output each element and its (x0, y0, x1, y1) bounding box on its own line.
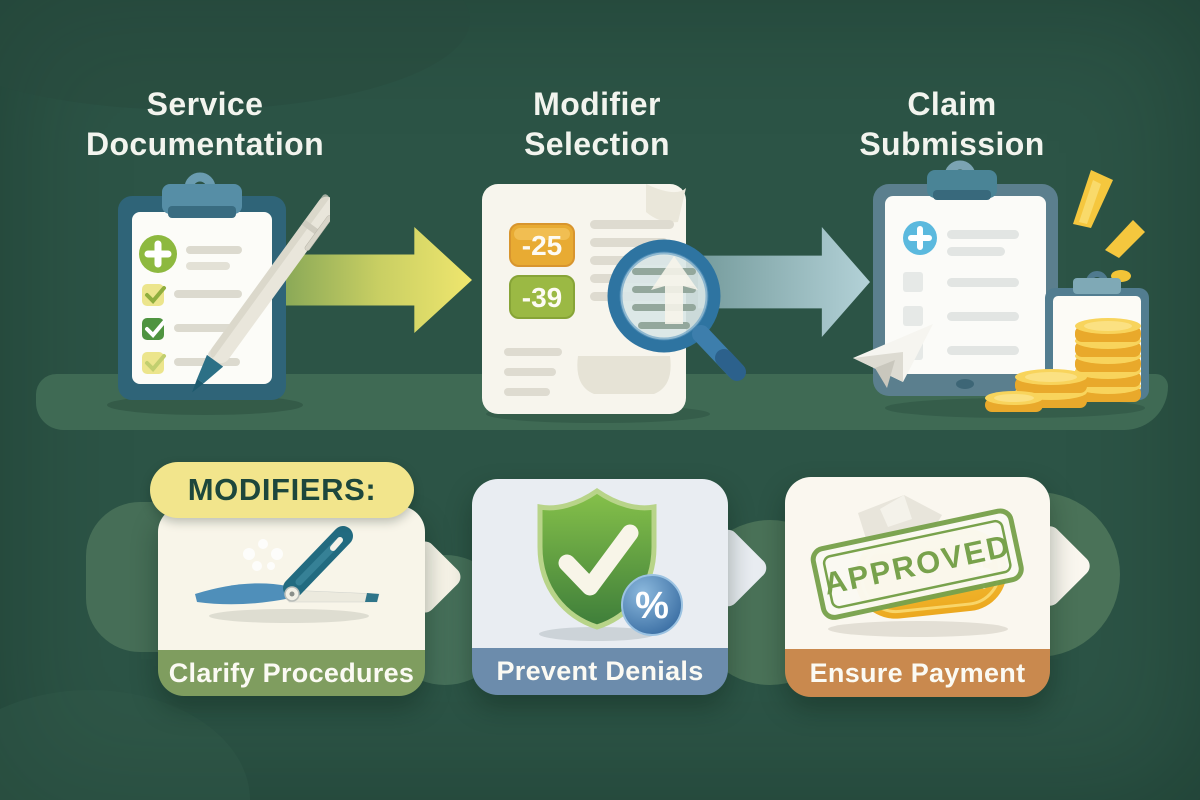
checkbox-row (142, 318, 236, 340)
step-title-line: Submission (859, 126, 1045, 163)
approved-stamp-icon: APPROVED (810, 508, 1024, 620)
sparkle-puff (242, 539, 283, 571)
benefit-card-clarify-procedures: Clarify Procedures (158, 506, 425, 696)
benefit-card-prevent-denials: % Prevent Denials (472, 479, 728, 695)
clipboard-checklist-pen-icon (107, 172, 330, 415)
clipboard-invoice-coins-icon: $ (853, 160, 1149, 418)
medical-cross-icon (139, 235, 177, 273)
percent-symbol: % (635, 585, 669, 627)
medical-cross-icon (903, 221, 937, 255)
document-modifier-codes-magnifier-icon: -25 -39 (482, 184, 746, 423)
benefit-label: Ensure Payment (809, 657, 1026, 688)
percent-circle-icon (621, 573, 683, 636)
card-footer: Ensure Payment (785, 649, 1050, 697)
card-body: $ APPROVED (785, 477, 1050, 649)
flow-arrow-2-icon (698, 227, 870, 337)
home-button (956, 379, 974, 389)
checkmark-icon (558, 524, 639, 595)
modifiers-label-pill: MODIFIERS: (150, 462, 414, 518)
benefit-label: Clarify Procedures (168, 657, 415, 688)
benefit-card-ensure-payment: $ APPROVED Ensure Payment (785, 477, 1050, 697)
modifier-badge-text: -25 (522, 230, 562, 261)
step-title-service-documentation: Service Documentation (45, 84, 365, 165)
shield-check-percent-icon: % (537, 487, 683, 641)
paper-plane-icon (853, 324, 933, 388)
modifier-badge-25: -25 (509, 223, 575, 267)
magnifier-icon (607, 239, 746, 381)
step-title-line: Modifier (533, 86, 661, 122)
pen-icon (192, 194, 330, 393)
modifier-badge-39: -39 (509, 275, 575, 319)
scissors-icon (194, 526, 379, 623)
step-title-line: Documentation (85, 126, 325, 163)
card-footer: Prevent Denials (472, 648, 728, 695)
lens-arrow-highlight (651, 256, 698, 324)
approved-stamp-coin-icon: $ APPROVED (810, 495, 1024, 637)
background-decor-bottom-left (0, 690, 250, 800)
benefit-label: Prevent Denials (496, 656, 704, 686)
step-title-modifier-selection: Modifier Selection (437, 84, 757, 165)
step-title-claim-submission: Claim Submission (792, 84, 1112, 165)
scissor-blade (194, 583, 291, 605)
coin-stack-icon (985, 318, 1141, 412)
document-bowl-shape (577, 356, 671, 394)
burst-sparkles-icon (1073, 170, 1145, 282)
step-title-line: Selection (524, 126, 670, 163)
page-curl (646, 184, 686, 223)
modifiers-label: MODIFIERS: (187, 472, 377, 507)
step-title-line: Service (146, 86, 264, 122)
step-title-line: Claim (907, 86, 997, 122)
card-body: % (472, 479, 728, 648)
checkbox-row (142, 284, 242, 306)
card-footer: Clarify Procedures (158, 650, 425, 696)
card-body (158, 506, 425, 650)
modifier-badge-text: -39 (522, 282, 562, 313)
